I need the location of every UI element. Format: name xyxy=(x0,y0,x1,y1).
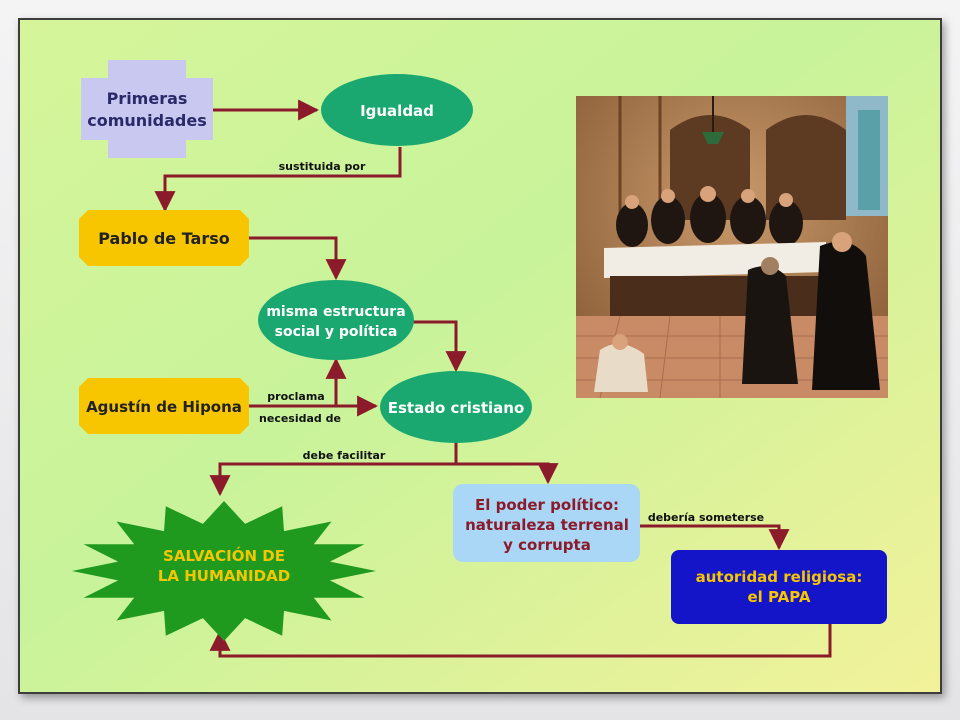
arrow-estado-salvacion xyxy=(209,442,458,497)
painting-standing-monk xyxy=(812,241,880,390)
edge-label-necesidad: necesidad de xyxy=(259,412,341,425)
edge-label-sustituida: sustituida por xyxy=(279,160,366,173)
node-estado-cristiano: Estado cristiano xyxy=(380,371,532,443)
node-autoridad-religiosa: autoridad religiosa: el PAPA xyxy=(671,550,887,624)
arrow-autoridad-salvacion xyxy=(209,624,832,658)
node-pablo-label: Pablo de Tarso xyxy=(98,229,230,248)
node-shape-ellipse xyxy=(321,74,473,146)
node-shape-rounded-rect xyxy=(453,484,640,562)
node-shape-rounded-rect xyxy=(671,550,887,624)
node-autoridad-line2: el PAPA xyxy=(748,588,811,606)
arrow-misma-estado xyxy=(412,320,467,373)
node-misma-line2: social y política xyxy=(275,324,398,340)
node-salvacion-humanidad: SALVACIÓN DE LA HUMANIDAD xyxy=(72,501,376,641)
slide-frame: sustituida por proclama necesidad de deb… xyxy=(18,18,942,694)
painting-tablecloth xyxy=(604,242,826,278)
painting-standing-monk-head xyxy=(832,232,852,252)
painting-faces xyxy=(625,186,793,209)
node-shape-ellipse xyxy=(258,280,414,360)
painting-standing-monk-head xyxy=(761,257,779,275)
arrow-estado-poder xyxy=(456,462,559,485)
node-shape-ellipse xyxy=(380,371,532,443)
painting-monks xyxy=(616,193,803,247)
node-misma-line1: misma estructura xyxy=(266,304,405,320)
node-shape-octagon xyxy=(79,378,249,434)
connectors xyxy=(154,99,832,658)
node-shape-octagon xyxy=(79,210,249,266)
node-pablo-de-tarso: Pablo de Tarso xyxy=(79,210,249,266)
node-poder-line2: naturaleza terrenal xyxy=(465,516,629,534)
node-shape-burst xyxy=(72,501,376,641)
edge-label-deberia: debería someterse xyxy=(648,511,764,524)
node-agustin-label: Agustín de Hipona xyxy=(86,398,242,416)
painting-seated-figure xyxy=(594,343,648,392)
node-primeras-line1: Primeras xyxy=(107,89,188,108)
node-poder-politico: El poder político: naturaleza terrenal y… xyxy=(453,484,640,562)
node-agustin-de-hipona: Agustín de Hipona xyxy=(79,378,249,434)
painting-seated-figure-head xyxy=(612,334,628,350)
concept-map: sustituida por proclama necesidad de deb… xyxy=(20,20,940,692)
node-primeras-comunidades: Primeras comunidades xyxy=(81,60,213,158)
arrow-pablo-misma xyxy=(248,236,347,281)
arrow-poder-autoridad xyxy=(640,524,790,551)
node-autoridad-line1: autoridad religiosa: xyxy=(696,568,863,586)
painting-stained-glass xyxy=(858,110,880,210)
node-igualdad-label: Igualdad xyxy=(360,102,434,120)
edge-label-debe: debe facilitar xyxy=(303,449,386,462)
node-salvacion-line1: SALVACIÓN DE xyxy=(163,546,285,565)
painting-lamp xyxy=(702,132,724,144)
painting-standing-monk xyxy=(742,266,798,384)
medieval-painting xyxy=(576,96,888,399)
arrow-igualdad-pablo xyxy=(154,147,402,213)
node-shape-cross xyxy=(81,60,213,158)
node-igualdad: Igualdad xyxy=(321,74,473,146)
node-poder-line3: y corrupta xyxy=(503,536,591,554)
edge-label-proclama: proclama xyxy=(267,390,324,403)
node-primeras-line2: comunidades xyxy=(87,111,207,130)
node-poder-line1: El poder político: xyxy=(475,496,619,514)
painting-arch xyxy=(670,115,750,220)
node-salvacion-line2: LA HUMANIDAD xyxy=(158,567,290,585)
node-misma-estructura: misma estructura social y política xyxy=(258,280,414,360)
node-estado-label: Estado cristiano xyxy=(388,399,525,417)
